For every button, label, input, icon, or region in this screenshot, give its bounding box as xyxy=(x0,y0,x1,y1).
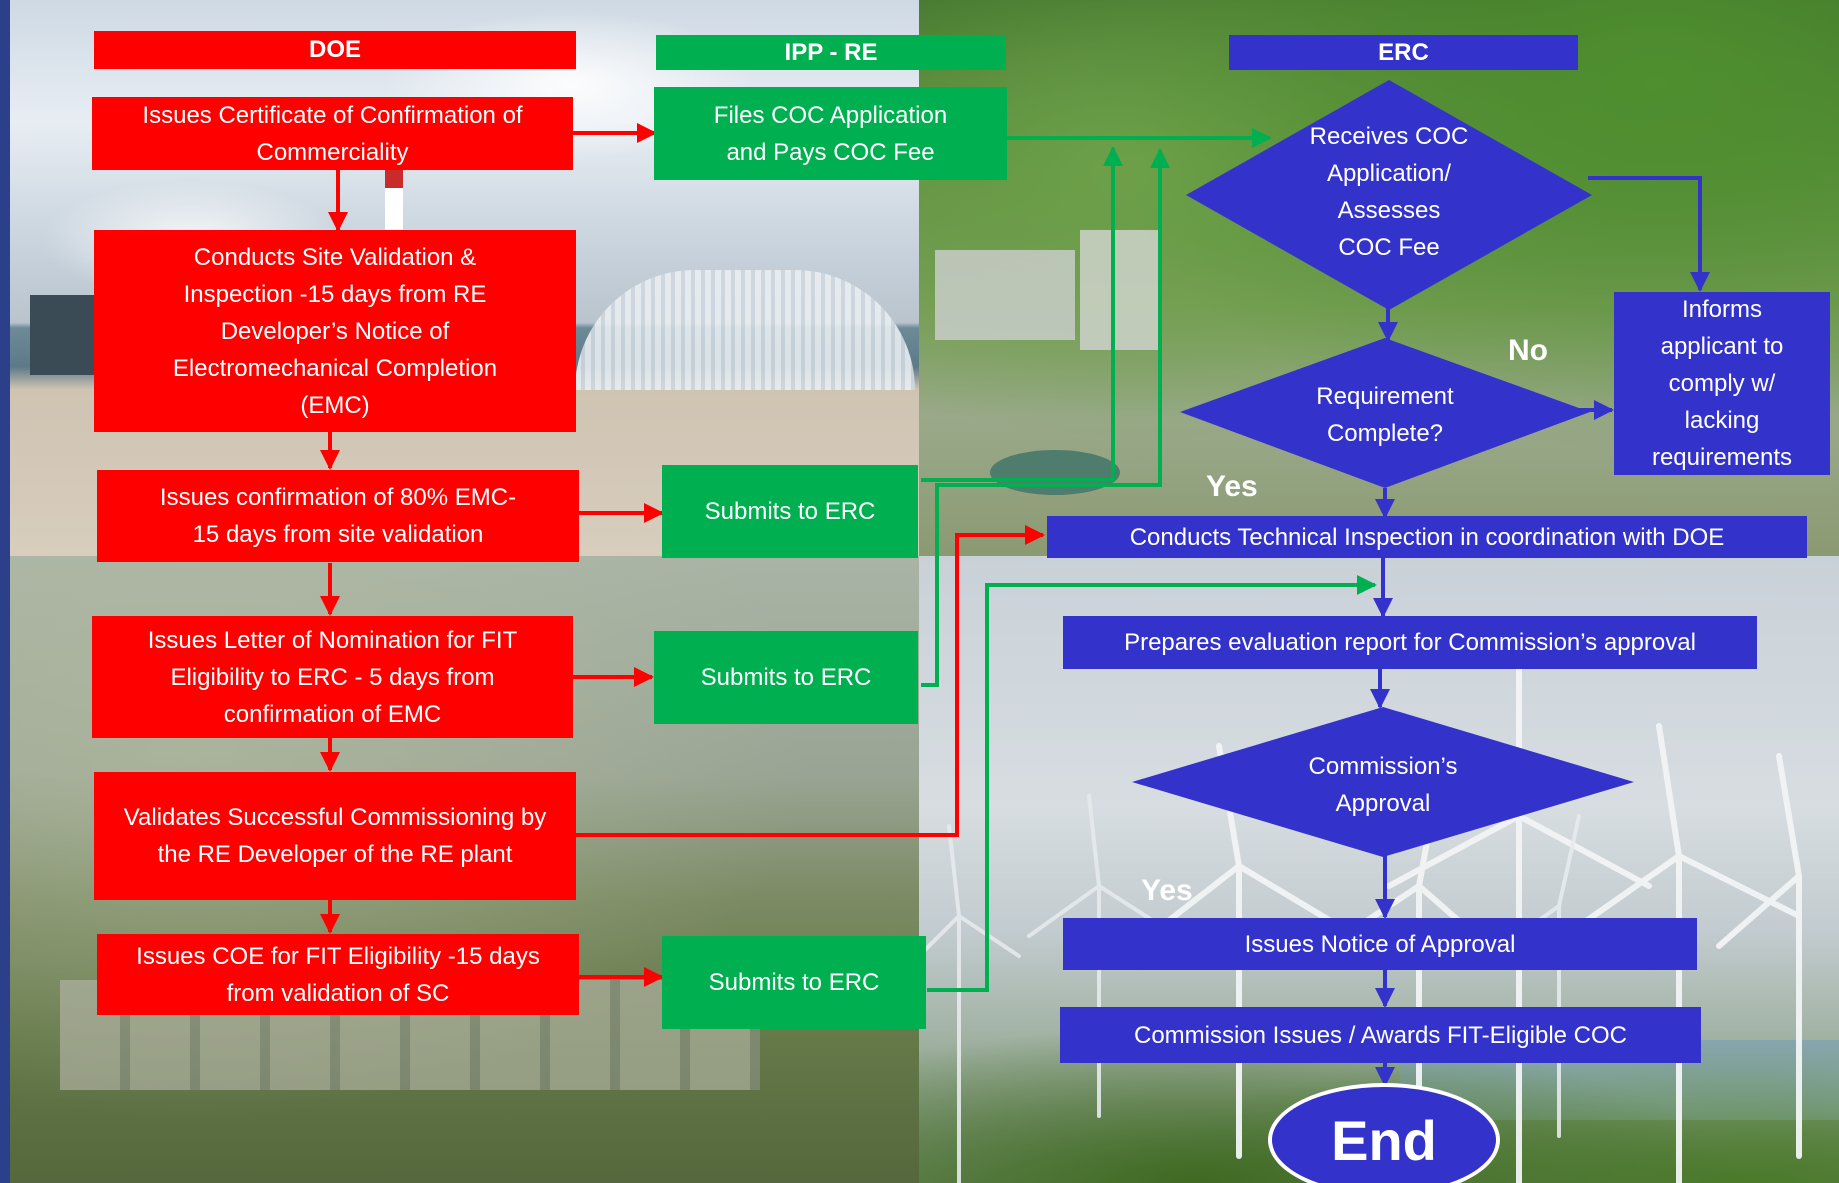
requirement-line-1: Requirement xyxy=(1316,383,1454,410)
receives-coc-line-4: COC Fee xyxy=(1338,234,1439,261)
background-plant-building xyxy=(935,250,1075,340)
ipp-submit-to-erc-2: Submits to ERC xyxy=(654,631,918,724)
erc-technical-inspection: Conducts Technical Inspection in coordin… xyxy=(1047,516,1807,558)
receives-coc-line-3: Assesses xyxy=(1338,197,1441,224)
lane-header-doe: DOE xyxy=(94,31,576,69)
requirement-complete-diamond xyxy=(1180,338,1590,488)
doe-validates-commissioning: Validates Successful Commissioning by th… xyxy=(94,772,576,900)
doe-site-validation: Conducts Site Validation & Inspection -1… xyxy=(94,230,576,432)
receives-coc-line-2: Application/ xyxy=(1327,160,1451,187)
background-dome-structure xyxy=(575,270,915,390)
approval-line-1: Commission’s xyxy=(1309,753,1458,780)
receives-coc-line-1: Receives COC xyxy=(1310,123,1469,150)
ipp-submit-to-erc-3: Submits to ERC xyxy=(662,936,926,1029)
ipp-connectors xyxy=(921,128,1377,992)
background-smokestack xyxy=(385,160,403,230)
background-plant-building xyxy=(1080,230,1160,350)
erc-awards-fit-coc: Commission Issues / Awards FIT-Eligible … xyxy=(1060,1007,1701,1063)
receives-coc-diamond xyxy=(1186,80,1592,310)
label-yes-approval: Yes xyxy=(1141,874,1193,907)
doe-nomination-letter: Issues Letter of Nomination for FIT Elig… xyxy=(92,616,573,738)
commission-approval-diamond xyxy=(1132,707,1634,857)
requirement-line-2: Complete? xyxy=(1327,420,1443,447)
erc-evaluation-report: Prepares evaluation report for Commissio… xyxy=(1063,616,1757,669)
background-pond xyxy=(990,450,1120,495)
lane-header-erc: ERC xyxy=(1229,35,1578,70)
label-no: No xyxy=(1508,334,1548,367)
erc-notice-of-approval: Issues Notice of Approval xyxy=(1063,918,1697,970)
erc-informs-applicant: Informs applicant to comply w/ lacking r… xyxy=(1614,292,1830,475)
doe-issues-coe: Issues COE for FIT Eligibility -15 days … xyxy=(97,934,579,1015)
ipp-files-coc-application: Files COC Application and Pays COC Fee xyxy=(654,87,1007,180)
background-plant-building xyxy=(30,295,100,375)
approval-line-2: Approval xyxy=(1336,790,1431,817)
doe-issues-coc-certificate: Issues Certificate of Confirmation of Co… xyxy=(92,97,573,170)
label-yes-requirement: Yes xyxy=(1206,470,1258,503)
doe-confirm-emc: Issues confirmation of 80% EMC- 15 days … xyxy=(97,470,579,562)
lane-header-ipp: IPP - RE xyxy=(656,35,1006,70)
end-terminator: End xyxy=(1268,1083,1500,1183)
ipp-submit-to-erc-1: Submits to ERC xyxy=(662,465,918,558)
doe-connectors xyxy=(320,123,1045,987)
